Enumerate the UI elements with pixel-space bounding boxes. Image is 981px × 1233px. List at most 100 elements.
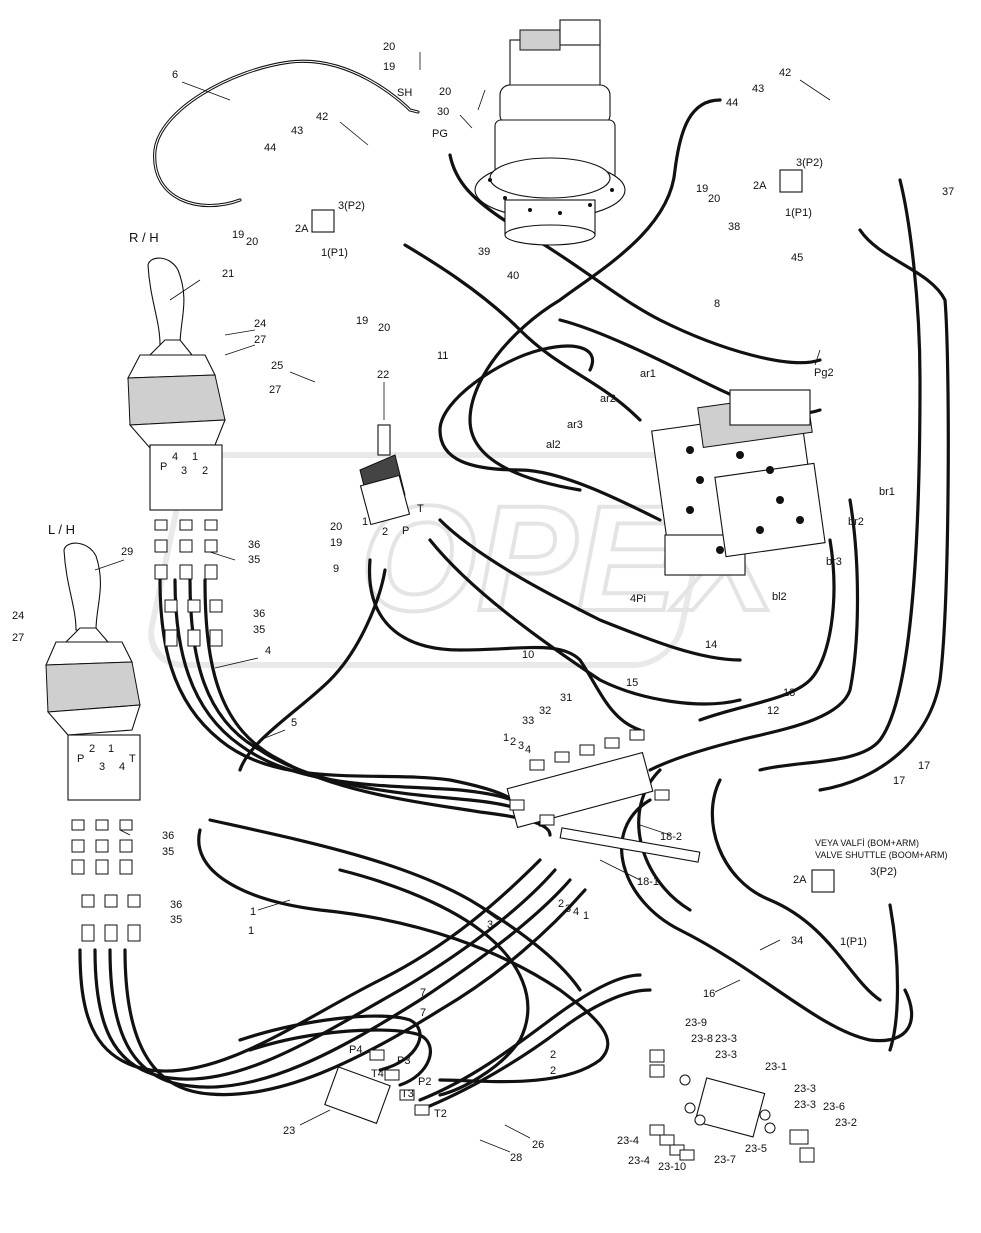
callout-1: 1 xyxy=(250,906,256,918)
callout-31: 31 xyxy=(560,692,572,704)
callout-27: 27 xyxy=(254,334,266,346)
callout-2a: 2A xyxy=(753,180,767,192)
callout-8: 8 xyxy=(714,298,720,310)
callout-2: 2 xyxy=(510,736,516,748)
callout-t3: T3 xyxy=(401,1088,414,1100)
callout-20: 20 xyxy=(439,86,451,98)
callout-23: 23 xyxy=(283,1125,295,1137)
callout-23-7: 23-7 xyxy=(714,1154,736,1166)
callout-35: 35 xyxy=(162,846,174,858)
callout-4pi: 4Pi xyxy=(630,593,646,605)
callout-23-9: 23-9 xyxy=(685,1017,707,1029)
callout-3: 3 xyxy=(518,740,524,752)
joystick-fittings xyxy=(71,519,223,942)
callout-1: 1 xyxy=(248,925,254,937)
callout-14: 14 xyxy=(705,639,717,651)
pilot-valve-22 xyxy=(359,424,411,526)
callout-44: 44 xyxy=(264,142,276,154)
callout-23-3: 23-3 xyxy=(794,1099,816,1111)
callout-25: 25 xyxy=(271,360,283,372)
port-label: P xyxy=(160,461,167,473)
callout-4: 4 xyxy=(525,744,531,756)
callout-28: 28 xyxy=(510,1152,522,1164)
callout-40: 40 xyxy=(507,270,519,282)
callout-17: 17 xyxy=(893,775,905,787)
callout-10: 10 xyxy=(522,649,534,661)
callout-17: 17 xyxy=(918,760,930,772)
callout-3p2: 3(P2) xyxy=(338,200,365,212)
callout-bl2: bl2 xyxy=(772,591,787,603)
port-label: P xyxy=(77,753,84,765)
swing-motor xyxy=(474,19,626,246)
callout-36: 36 xyxy=(162,830,174,842)
callout-44: 44 xyxy=(726,97,738,109)
callouts: R / H L / H VEYA VALFİ (BOM+ARM) VALVE S… xyxy=(12,41,954,1173)
block-23 xyxy=(324,1049,430,1125)
manifold-block-18 xyxy=(506,729,701,863)
callout-4: 4 xyxy=(265,645,271,657)
callout-36: 36 xyxy=(248,539,260,551)
callout-35: 35 xyxy=(253,624,265,636)
callout-1: 1 xyxy=(362,516,368,528)
port-label: 4 xyxy=(172,451,178,463)
hoses xyxy=(78,59,950,1112)
callout-19: 19 xyxy=(383,61,395,73)
callout-36: 36 xyxy=(170,899,182,911)
callout-19: 19 xyxy=(356,315,368,327)
callout-al2: al2 xyxy=(546,439,561,451)
joystick-left xyxy=(45,542,141,801)
callout-t2: T2 xyxy=(434,1108,447,1120)
callout-20: 20 xyxy=(708,193,720,205)
port-label: 4 xyxy=(119,761,125,773)
callout-13: 13 xyxy=(783,687,795,699)
callout-43: 43 xyxy=(752,83,764,95)
port-label: 1 xyxy=(108,743,114,755)
callout-2a: 2A xyxy=(295,223,309,235)
shuttle-valves xyxy=(311,169,835,893)
callout-7: 7 xyxy=(420,987,426,999)
callout-11: 11 xyxy=(437,350,448,362)
callout-p2: P2 xyxy=(418,1076,431,1088)
callout-43: 43 xyxy=(291,125,303,137)
callout-12: 12 xyxy=(767,705,779,717)
callout-22: 22 xyxy=(377,369,389,381)
callout-33: 33 xyxy=(522,715,534,727)
callout-6: 6 xyxy=(172,69,178,81)
callout-1: 1 xyxy=(583,910,589,922)
callout-3p2: 3(P2) xyxy=(870,866,897,878)
callout-27: 27 xyxy=(269,384,281,396)
callout-2: 2 xyxy=(550,1049,556,1061)
callout-t4: T4 xyxy=(371,1068,384,1080)
callout-15: 15 xyxy=(626,677,638,689)
callout-30: 30 xyxy=(437,106,449,118)
callout-16: 16 xyxy=(703,988,715,1000)
port-label: 3 xyxy=(181,465,187,477)
shuttle-valve-note-en: VALVE SHUTTLE (BOOM+ARM) xyxy=(815,850,947,860)
callout-39: 39 xyxy=(478,246,490,258)
callout-20: 20 xyxy=(246,236,258,248)
callout-ar2: ar2 xyxy=(600,393,616,405)
callout-26: 26 xyxy=(532,1139,544,1151)
callout-br3: br3 xyxy=(826,556,842,568)
callout-27: 27 xyxy=(12,632,24,644)
callout-1: 1 xyxy=(503,732,509,744)
callout-9: 9 xyxy=(333,563,339,575)
callout-23-10: 23-10 xyxy=(658,1161,686,1173)
callout-p: P xyxy=(402,525,409,537)
handle-label-left: L / H xyxy=(48,522,75,537)
port-label: T xyxy=(129,753,136,765)
block-23-exploded xyxy=(649,1049,815,1163)
callout-42: 42 xyxy=(779,67,791,79)
callout-2: 2 xyxy=(550,1065,556,1077)
callout-1p1: 1(P1) xyxy=(785,207,812,219)
callout-35: 35 xyxy=(248,554,260,566)
callout-34: 34 xyxy=(791,935,803,947)
callout-7: 7 xyxy=(420,1007,426,1019)
callout-2: 2 xyxy=(382,526,388,538)
callout-t: T xyxy=(417,503,424,515)
callout-20: 20 xyxy=(378,322,390,334)
callout-5: 5 xyxy=(291,717,297,729)
port-label: 3 xyxy=(99,761,105,773)
callout-36: 36 xyxy=(253,608,265,620)
callout-br2: br2 xyxy=(848,516,864,528)
